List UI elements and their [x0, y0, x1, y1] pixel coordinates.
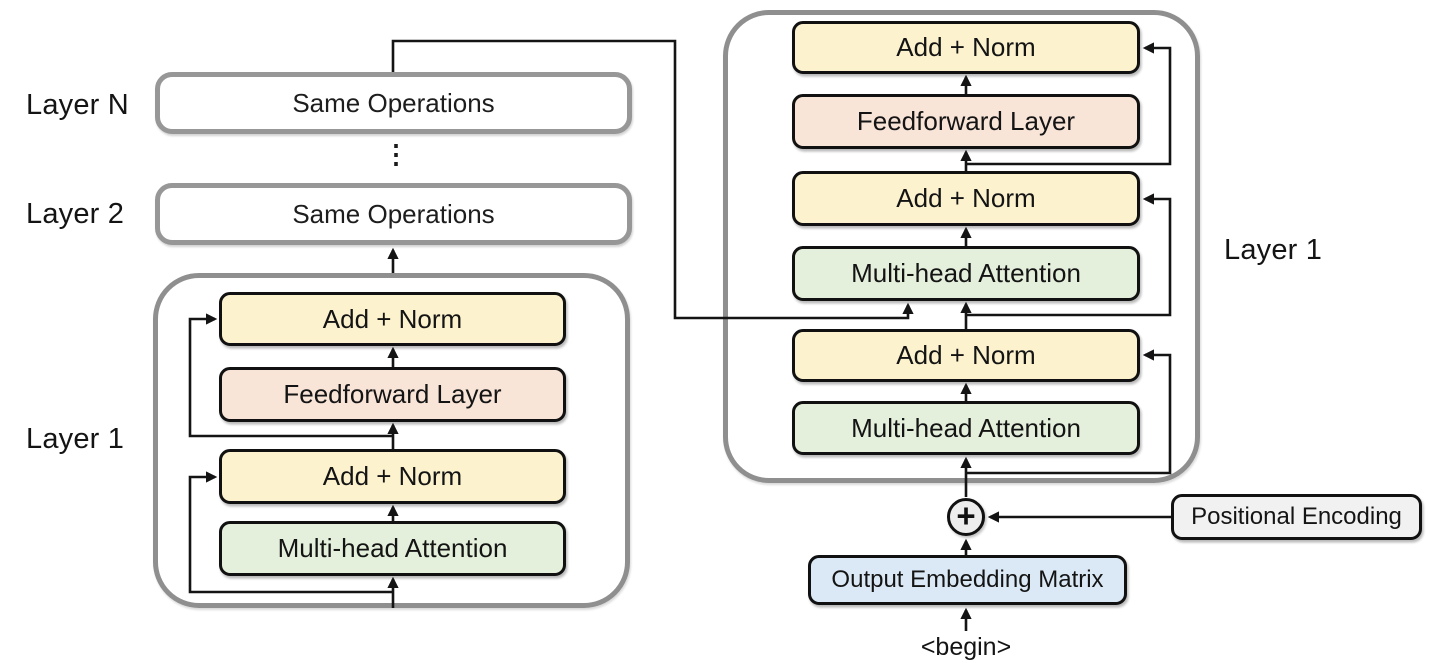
encoder-add-norm-top-block: Add + Norm [219, 292, 566, 346]
encoder-feedforward-block: Feedforward Layer [219, 367, 566, 422]
decoder-add-norm-3-block: Add + Norm [792, 329, 1140, 382]
plus-sign: + [956, 496, 976, 534]
encoder-layer-2-box: Same Operations [155, 183, 632, 245]
decoder-self-attention-block: Multi-head Attention [792, 401, 1140, 455]
decoder-add-norm-2-block: Add + Norm [792, 171, 1140, 226]
encoder-layer-2-label: Layer 2 [26, 198, 125, 230]
encoder-layer-n-box: Same Operations [155, 72, 632, 134]
encoder-layer-1-container [153, 273, 630, 608]
encoder-layer-1-label: Layer 1 [26, 423, 125, 455]
begin-token-label: <begin> [920, 633, 1012, 661]
positional-encoding-box: Positional Encoding [1171, 494, 1422, 540]
decoder-layer-1-label: Layer 1 [1224, 234, 1323, 266]
encoder-layer-n-label: Layer N [26, 89, 129, 121]
plus-icon: + [947, 496, 985, 536]
decoder-cross-attention-block: Multi-head Attention [792, 246, 1140, 301]
encoder-multi-head-attention-block: Multi-head Attention [219, 521, 566, 576]
vertical-ellipsis: ⋮ [383, 139, 409, 169]
decoder-feedforward-block: Feedforward Layer [792, 94, 1140, 149]
encoder-add-norm-bottom-block: Add + Norm [219, 449, 566, 504]
decoder-add-norm-1-block: Add + Norm [792, 21, 1140, 74]
output-embedding-matrix-box: Output Embedding Matrix [808, 555, 1127, 605]
